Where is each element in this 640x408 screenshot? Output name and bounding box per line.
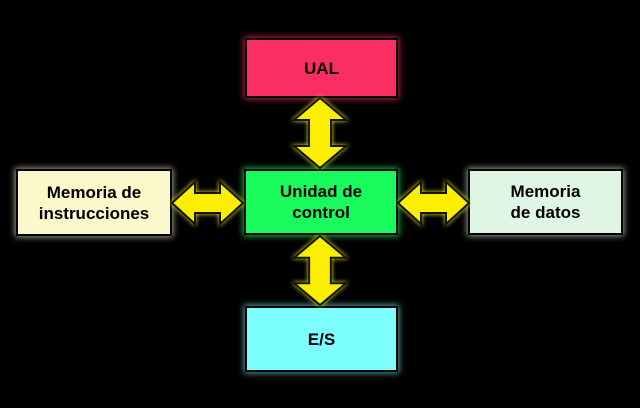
box-memoria-de-datos-label-line1: Memoria — [510, 182, 581, 201]
bidirectional-arrow-control-ual-icon — [291, 96, 349, 170]
box-memoria-instrucciones-label-line1: Memoria de — [46, 182, 142, 202]
box-unidad-de-control-label-line2: control — [292, 203, 350, 222]
box-unidad-de-control-label-line1: Unidad de — [279, 182, 363, 201]
box-unidad-de-control: Unidad de control — [244, 169, 398, 235]
box-es: E/S — [245, 306, 398, 372]
bidirectional-arrow-control-datos-icon — [396, 179, 471, 227]
box-ual: UAL — [245, 38, 398, 98]
box-es-label: E/S — [307, 329, 336, 349]
box-memoria-de-datos: Memoria de datos — [468, 169, 623, 235]
bidirectional-arrow-control-es-icon — [291, 234, 349, 307]
bidirectional-arrow-control-instrucciones-icon — [170, 179, 245, 227]
box-ual-label: UAL — [304, 58, 339, 78]
box-memoria-instrucciones-label-line2: instrucciones — [38, 203, 150, 223]
box-memoria-de-datos-label-line2: de datos — [510, 203, 581, 222]
box-memoria-instrucciones: Memoria de instrucciones — [16, 169, 172, 236]
